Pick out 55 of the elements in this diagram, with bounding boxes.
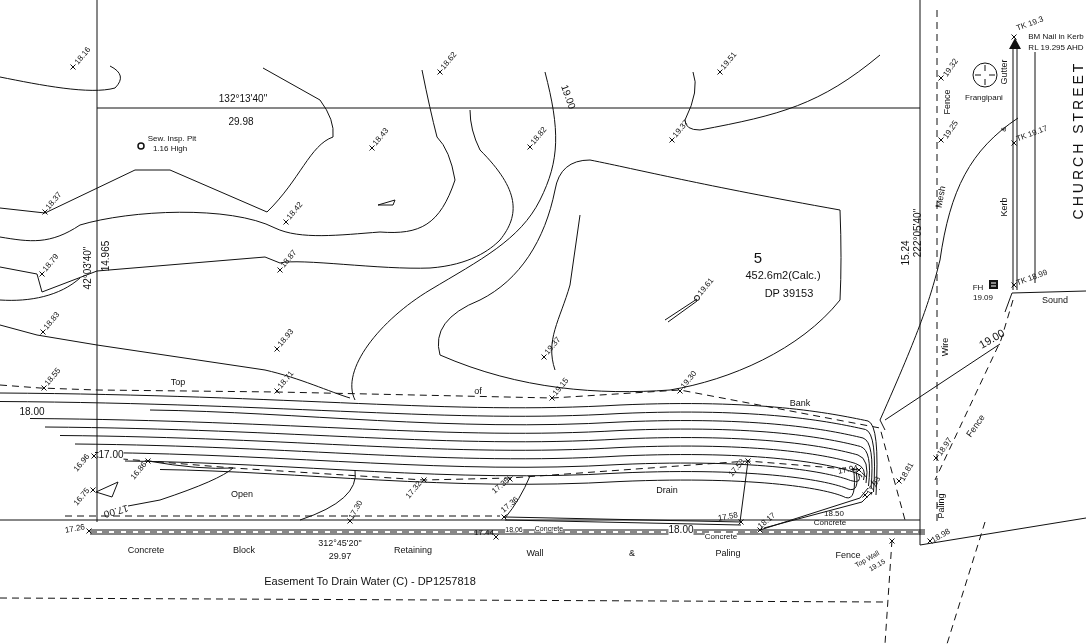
map-label: 1.16 High xyxy=(152,145,188,153)
bearing-label: 132°13'40" xyxy=(218,94,268,104)
map-label: Bank xyxy=(789,398,811,408)
map-label: Sew. Insp. Pit xyxy=(147,135,197,143)
map-label: Easement To Drain Water (C) - DP1257818 xyxy=(264,575,476,587)
map-label: Wire xyxy=(940,337,950,357)
map-label: Open xyxy=(231,489,253,499)
map-label: Sound xyxy=(1042,295,1068,305)
spot-height: 17.58 xyxy=(717,511,739,523)
map-label: Concrete xyxy=(704,533,738,541)
map-label: Kerb xyxy=(999,197,1009,217)
map-label: Paling xyxy=(715,548,741,558)
spot-height: TK 18.99 xyxy=(1015,268,1049,288)
spot-height: 17.44 xyxy=(474,529,494,537)
map-label: Wall xyxy=(526,548,544,558)
map-label: BM Nail in Kerb xyxy=(1028,33,1084,41)
map-label: DP 39153 xyxy=(764,287,814,299)
spot-height: 17.26 xyxy=(64,523,86,535)
contour-label: 18.00 xyxy=(668,525,694,535)
street-name: CHURCH STREET xyxy=(1071,60,1085,220)
map-label: Drain xyxy=(656,485,678,495)
contour-label: 17.00 xyxy=(102,502,130,520)
map-label: Fence xyxy=(942,89,952,115)
distance-label: 29.98 xyxy=(228,117,254,127)
map-label: Gutter xyxy=(999,59,1009,85)
contour-label: 19.00 xyxy=(559,83,577,111)
bearing-label: 222°05'40" xyxy=(913,208,923,258)
map-label: 19.09 xyxy=(973,294,993,302)
distance-label: 14.965 xyxy=(101,240,111,272)
map-label: Fence xyxy=(835,550,861,560)
distance-label: 15.24 xyxy=(901,240,911,266)
map-label: RL 19.295 AHD xyxy=(1028,44,1084,52)
contour-label: 17.00 xyxy=(98,450,124,460)
map-label: & xyxy=(629,548,635,558)
map-label: Frangipani xyxy=(965,94,1003,102)
map-label: Mesh xyxy=(934,185,948,209)
map-label: Top xyxy=(170,377,186,387)
map-label: Concrete xyxy=(127,545,165,555)
spot-height: TK 19.17 xyxy=(1015,124,1049,144)
map-label: Block xyxy=(233,545,255,555)
contour-label: 18.00 xyxy=(19,407,45,417)
map-label: & xyxy=(1000,126,1008,132)
spot-height: 17.94 xyxy=(837,464,859,476)
bearing-label: 42°03'40" xyxy=(83,246,93,290)
distance-label: 29.97 xyxy=(328,551,352,561)
map-label: Paling xyxy=(936,493,946,519)
map-label: 18.50 xyxy=(824,510,844,518)
map-label: Concrete xyxy=(813,519,847,527)
map-label: of xyxy=(474,386,482,396)
bearing-label: 312°45'20" xyxy=(318,538,362,548)
map-label: FH xyxy=(972,284,984,292)
map-label: Retaining xyxy=(394,545,432,555)
map-label: 452.6m2(Calc.) xyxy=(745,269,821,281)
spot-height: TK 19.3 xyxy=(1015,15,1045,33)
lot-number: 5 xyxy=(753,249,763,265)
